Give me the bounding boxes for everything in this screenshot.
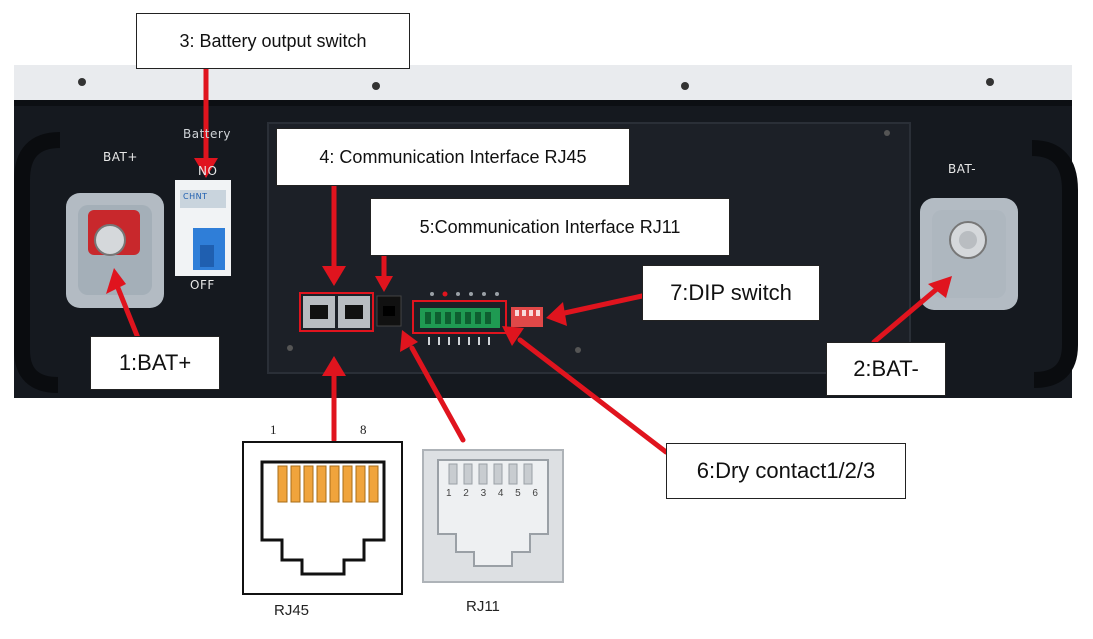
rj11-pin [448,463,458,485]
rj11-pin-numbers: 1 2 3 4 5 6 [446,488,538,499]
arrow-3-head [194,158,218,178]
arrow-7-head [546,302,567,326]
rj11-pin-number: 6 [532,488,538,499]
bat-minus-panel-label: BAT- [948,162,977,176]
arrow-1-head [106,268,126,294]
on-panel-label: NO [198,164,218,178]
rj11-pin-number: 4 [497,488,504,499]
arrow-2-head [928,276,952,298]
arrow-7-line [557,293,645,317]
callout-rj11-interface: 5:Communication Interface RJ11 [370,198,730,256]
screw [372,82,380,90]
screw [287,345,293,351]
callout-battery-output-switch: 3: Battery output switch [136,13,410,69]
rj11-pin [463,463,473,485]
right-handle [1031,140,1078,388]
callout-bat-minus: 2:BAT- [826,342,946,396]
callout-dip-switch: 7:DIP switch [642,265,820,321]
rj45-caption: RJ45 [274,602,310,619]
arrow-5-head [375,276,393,292]
screw [884,130,890,136]
arrow-6-head [502,326,524,346]
rj45-pin [342,465,353,503]
rj45-pin [355,465,366,503]
dry-contact-highlight-box [412,300,507,334]
rj45-pin [316,465,327,503]
arrow-rj11-line [409,345,466,443]
rj45-pin [303,465,314,503]
rj11-caption: RJ11 [466,598,500,615]
rj11-pin-number: 3 [480,488,487,499]
arrow-1-line [115,285,141,341]
rj45-pin-first-number: 1 [270,422,277,437]
breaker-brand-label: CHNT [183,192,208,201]
rj11-pin-number: 1 [446,488,452,499]
rj11-pin [493,463,503,485]
screw [575,347,581,353]
rj45-pin [277,465,288,503]
rj45-highlight-box [299,292,374,332]
arrow-4-head [322,266,346,286]
rj11-pin [523,463,533,485]
screw [78,78,86,86]
bat-plus-panel-label: BAT+ [103,150,138,164]
arrow-rj11-head [400,330,418,352]
screw [986,78,994,86]
arrow-2-line [871,285,941,345]
callout-bat-plus: 1:BAT+ [90,336,220,390]
rj11-diagram-outline [437,459,549,567]
rj11-pin-number: 2 [463,488,469,499]
rj11-pin [508,463,518,485]
callout-dry-contact: 6:Dry contact1/2/3 [666,443,906,499]
top-plate [14,65,1072,105]
arrow-6-line [517,337,669,455]
arrow-rj45-head [322,356,346,376]
rj45-pin-last-number: 8 [360,422,367,437]
left-handle [14,132,61,393]
bat-plus-bolt [94,224,126,256]
screw [681,82,689,90]
rj45-pin [290,465,301,503]
off-panel-label: OFF [190,278,215,292]
rj11-pin-number: 5 [515,488,521,499]
rj11-pin [478,463,488,485]
battery-panel-label: Battery [183,127,231,141]
callout-rj45-interface: 4: Communication Interface RJ45 [276,128,630,186]
rj45-pin [329,465,340,503]
rj45-pin [368,465,379,503]
